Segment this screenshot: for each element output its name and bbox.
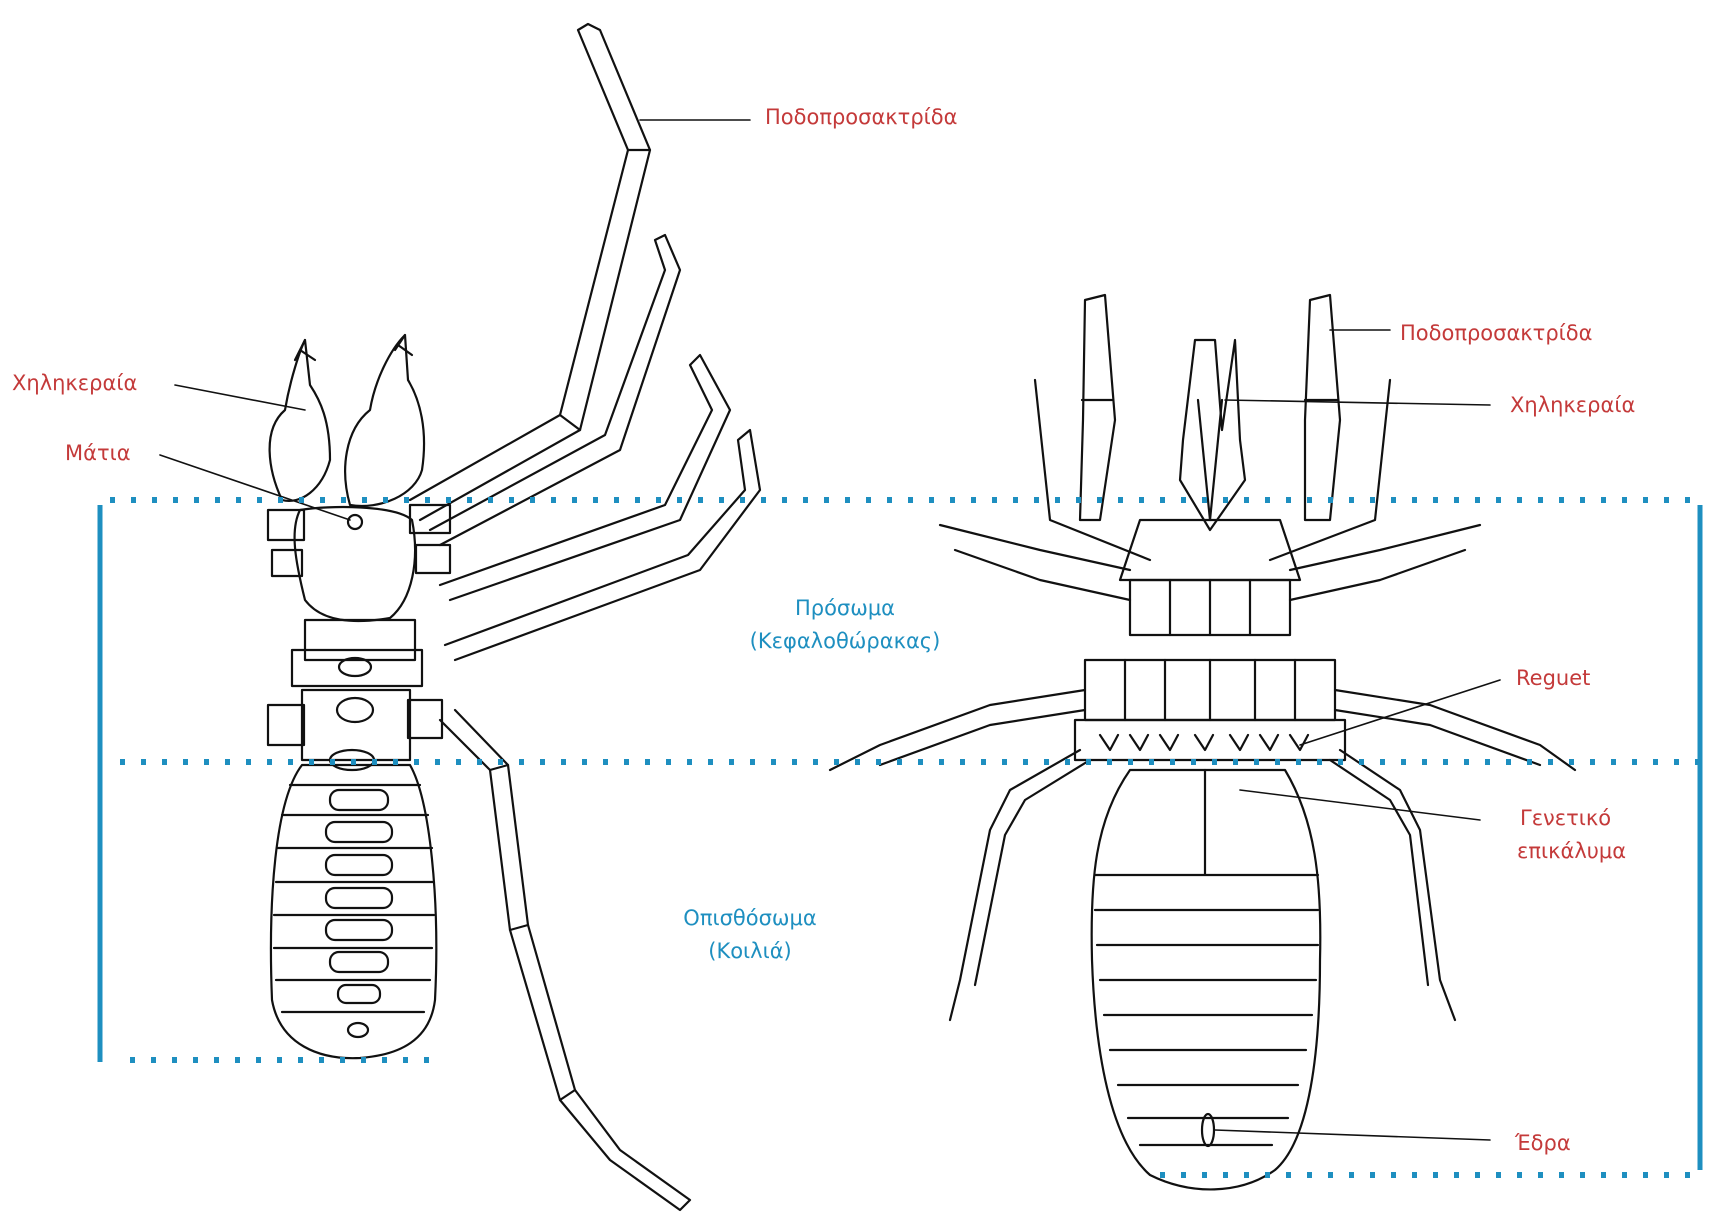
- right-pedipalp-right: [1305, 295, 1340, 520]
- left-eyes-label: Μάτια: [65, 440, 131, 466]
- right-chelicerae-label: Χηληκεραία: [1510, 392, 1635, 418]
- left-pedipalp: [410, 24, 650, 520]
- opisthosoma-label-line1: Οπισθόσωμα: [620, 905, 880, 931]
- left-carapace: [295, 507, 415, 621]
- left-chelicerae-label: Χηληκεραία: [12, 370, 137, 396]
- right-pedipalp-label: Ποδοπροσακτρίδα: [1400, 320, 1592, 346]
- right-pedipalp-left: [1080, 295, 1115, 520]
- anus-label: Έδρα: [1515, 1130, 1571, 1156]
- genital-operculum-label-line1: Γενετικό: [1520, 805, 1611, 831]
- reguet-label: Reguet: [1516, 665, 1590, 691]
- right-specimen-drawing: [830, 295, 1575, 1189]
- left-chelicera-right: [345, 335, 424, 506]
- left-chelicera-left: [270, 340, 330, 501]
- left-eyes: [348, 515, 362, 529]
- opisthosoma-label-line2: (Κοιλιά): [620, 938, 880, 964]
- left-pedipalp-label: Ποδοπροσακτρίδα: [765, 104, 957, 130]
- prosoma-label-line1: Πρόσωμα: [715, 595, 975, 621]
- prosoma-label-line2: (Κεφαλοθώρακας): [715, 628, 975, 654]
- genital-operculum-label-line2: επικάλυμα: [1517, 838, 1626, 864]
- left-specimen-drawing: [268, 24, 760, 1210]
